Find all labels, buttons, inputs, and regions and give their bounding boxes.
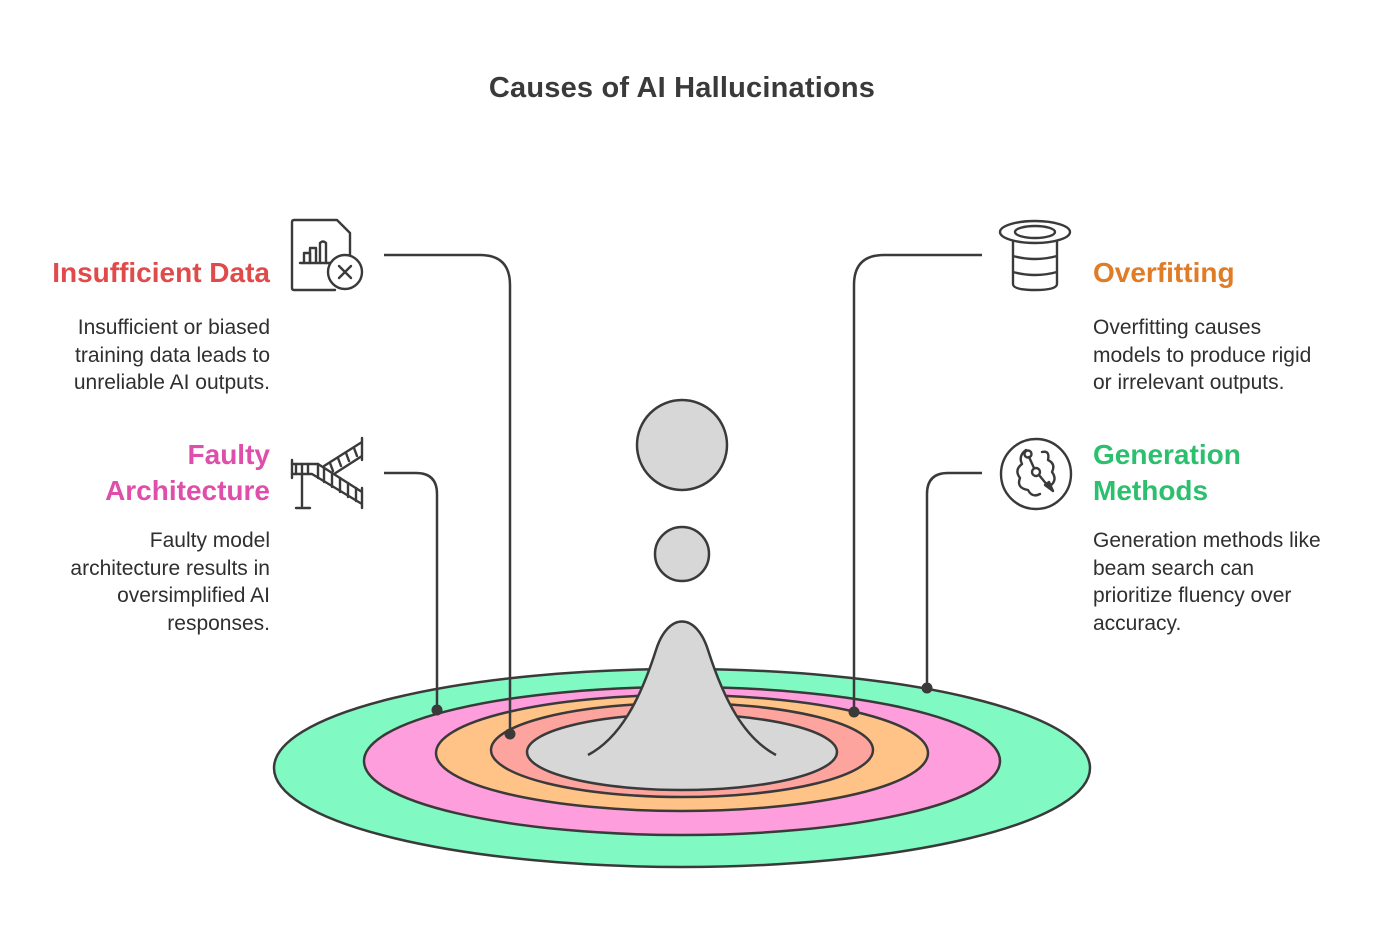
heading-overfitting: Overfitting (1093, 257, 1235, 288)
description-insufficient-data: Insufficient or biased training data lea… (20, 314, 270, 397)
top-hat-cylinder-icon (998, 219, 1072, 292)
heading-insufficient-data: Insufficient Data (52, 257, 270, 288)
description-line: Insufficient or biased (77, 316, 270, 339)
document-chart-error-icon (290, 218, 364, 292)
description-line: beam search can (1093, 556, 1255, 580)
description-faulty-architecture: Faulty model architecture results in ove… (20, 527, 270, 637)
connector-insufficient-data (384, 253, 512, 734)
heading-line: Methods (1093, 475, 1209, 506)
description-line: architecture results in (70, 556, 270, 580)
droplet-small (653, 525, 711, 583)
heading-line: Architecture (105, 475, 270, 506)
droplet-large (635, 398, 729, 492)
heading-faulty-architecture: Faulty Architecture (20, 437, 270, 509)
description-line: Faulty model (149, 529, 270, 552)
description-generation-methods: Generation methods like beam search can … (1093, 527, 1383, 637)
connector-dot (921, 682, 933, 694)
description-line: Overfitting causes (1093, 316, 1262, 339)
heading-generation-methods: Generation Methods (1093, 437, 1383, 509)
heading-line: Generation (1093, 439, 1241, 470)
description-line: unreliable AI outputs. (73, 371, 270, 394)
connector-generation-methods (925, 471, 982, 688)
description-line: or irrelevant outputs. (1093, 371, 1285, 394)
connector-dot (431, 704, 443, 716)
description-line: oversimplified AI (117, 584, 270, 607)
description-line: responses. (167, 611, 270, 635)
page-title: Causes of AI Hallucinations (488, 72, 876, 104)
path-search-icon (999, 437, 1073, 511)
connector-dot (504, 728, 516, 740)
description-overfitting: Overfitting causes models to produce rig… (1093, 314, 1383, 397)
peak-shape (588, 621, 776, 755)
connector-overfitting (852, 253, 982, 712)
description-line: Generation methods like (1093, 529, 1321, 552)
description-line: models to produce rigid (1093, 343, 1312, 367)
connector-dot (848, 706, 860, 718)
connector-faulty-architecture (384, 471, 439, 710)
description-line: training data leads to (75, 343, 270, 367)
heading-line: Faulty (187, 439, 270, 470)
staircase-icon (290, 436, 364, 510)
description-line: accuracy. (1093, 611, 1182, 635)
description-line: prioritize fluency over (1093, 584, 1292, 607)
